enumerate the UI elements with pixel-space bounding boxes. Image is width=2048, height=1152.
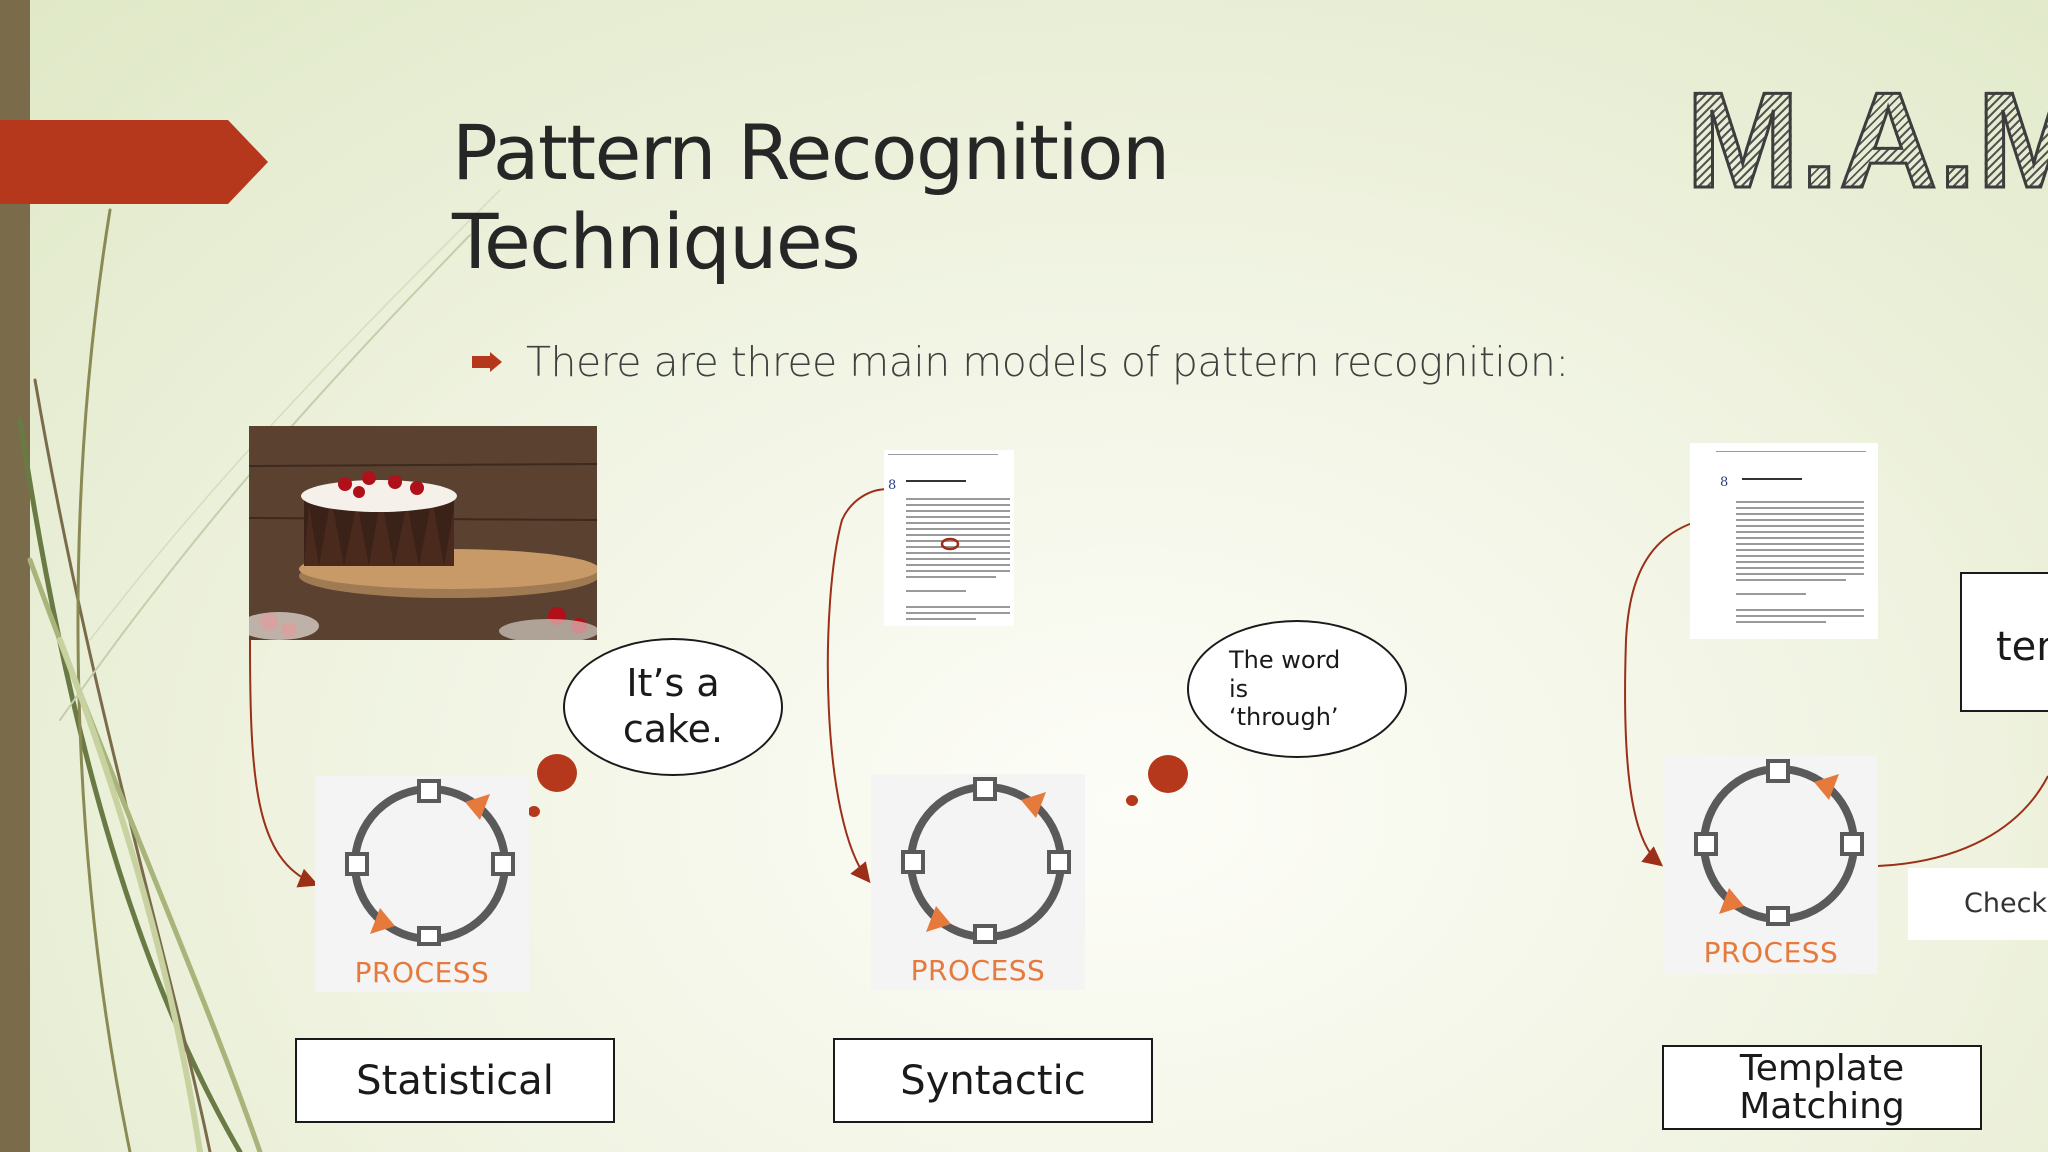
process-cycle-icon — [345, 779, 515, 946]
slide-title: Pattern Recognition Techniques — [452, 108, 1170, 286]
arrow-bullet-icon — [472, 352, 502, 372]
thought-dot — [528, 806, 540, 817]
label-text: Statistical — [356, 1057, 554, 1104]
left-accent-bar — [0, 0, 30, 1152]
process-icon: PROCESS — [315, 776, 529, 992]
label-statistical: Statistical — [295, 1038, 615, 1123]
process-icon: PROCESS — [1664, 756, 1878, 974]
check-label-partial: Check w — [1908, 868, 2048, 940]
document-thumbnail: 8 — [1690, 443, 1878, 639]
template-box-partial: tem — [1960, 572, 2048, 712]
label-syntactic: Syntactic — [833, 1038, 1153, 1123]
template-box-text: tem — [1996, 624, 2048, 670]
thought-dot — [537, 754, 577, 792]
bullet-item: There are three main models of pattern r… — [472, 338, 1569, 386]
document-thumbnail: 8 — [884, 450, 1014, 626]
process-icon: PROCESS — [871, 774, 1085, 990]
process-cycle-icon — [901, 777, 1071, 944]
thought-bubble-syntactic: The word is ‘through’ — [1187, 620, 1407, 758]
process-cycle-icon — [1694, 759, 1864, 926]
label-text: Syntactic — [900, 1057, 1086, 1104]
label-template-matching: Template Matching — [1662, 1045, 1982, 1130]
thought-dot — [1148, 755, 1188, 793]
cake-photo — [249, 426, 597, 640]
process-label: PROCESS — [1703, 936, 1839, 969]
thought-dot — [1126, 795, 1138, 806]
label-text: Template Matching — [1739, 1047, 1905, 1127]
check-label-text: Check w — [1964, 888, 2048, 919]
thought-bubble-statistical: It’s a cake. — [563, 638, 783, 776]
brand-logo: M.A.M — [1685, 63, 2048, 218]
process-label: PROCESS — [910, 954, 1046, 987]
process-label: PROCESS — [354, 956, 490, 989]
bullet-text: There are three main models of pattern r… — [526, 338, 1569, 386]
thought-bubble-text: It’s a cake. — [622, 661, 724, 751]
thought-bubble-text: The word is ‘through’ — [1229, 645, 1341, 732]
